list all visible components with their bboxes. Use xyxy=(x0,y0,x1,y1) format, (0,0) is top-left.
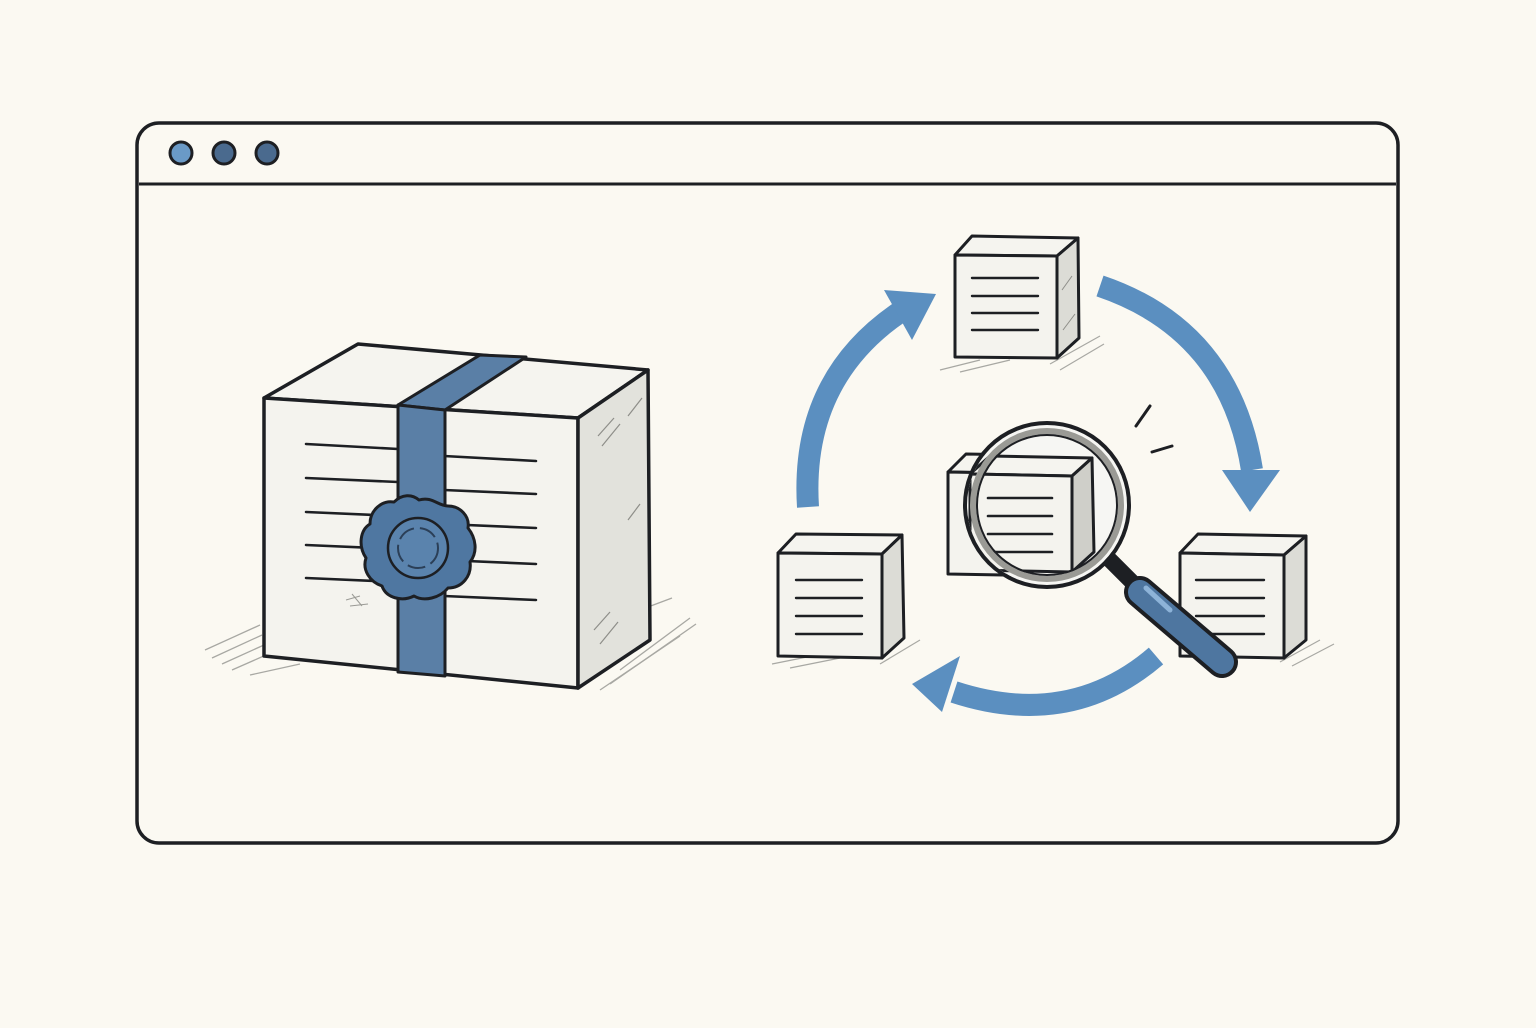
box-side-face xyxy=(576,368,652,690)
window-dot-3[interactable] xyxy=(254,140,280,166)
box-side-texture xyxy=(593,397,643,645)
cycle-arrows xyxy=(796,275,1263,716)
cube-right xyxy=(1178,532,1335,667)
arrow-bottom-left xyxy=(950,647,1164,716)
magnifying-glass-icon xyxy=(963,404,1238,678)
arrow-left-up xyxy=(796,302,907,508)
cube-top xyxy=(939,234,1105,373)
arrowhead-left-up xyxy=(884,290,936,340)
wax-seal-icon xyxy=(359,494,477,601)
window-dot-2[interactable] xyxy=(211,140,237,166)
sealed-box-icon xyxy=(204,342,697,691)
box-text-lines xyxy=(304,442,538,602)
review-cycle-diagram xyxy=(771,234,1335,716)
cycle-arrowheads xyxy=(884,290,1280,712)
sparkle-marks xyxy=(1134,404,1174,454)
arrowhead-bottom-left xyxy=(912,656,960,712)
window-dot-1[interactable] xyxy=(168,140,194,166)
window-controls xyxy=(168,140,280,166)
arrow-right-down xyxy=(1096,275,1263,472)
cube-left xyxy=(771,532,921,669)
arrowhead-right-down xyxy=(1222,470,1280,512)
box-front-texture xyxy=(345,593,369,607)
